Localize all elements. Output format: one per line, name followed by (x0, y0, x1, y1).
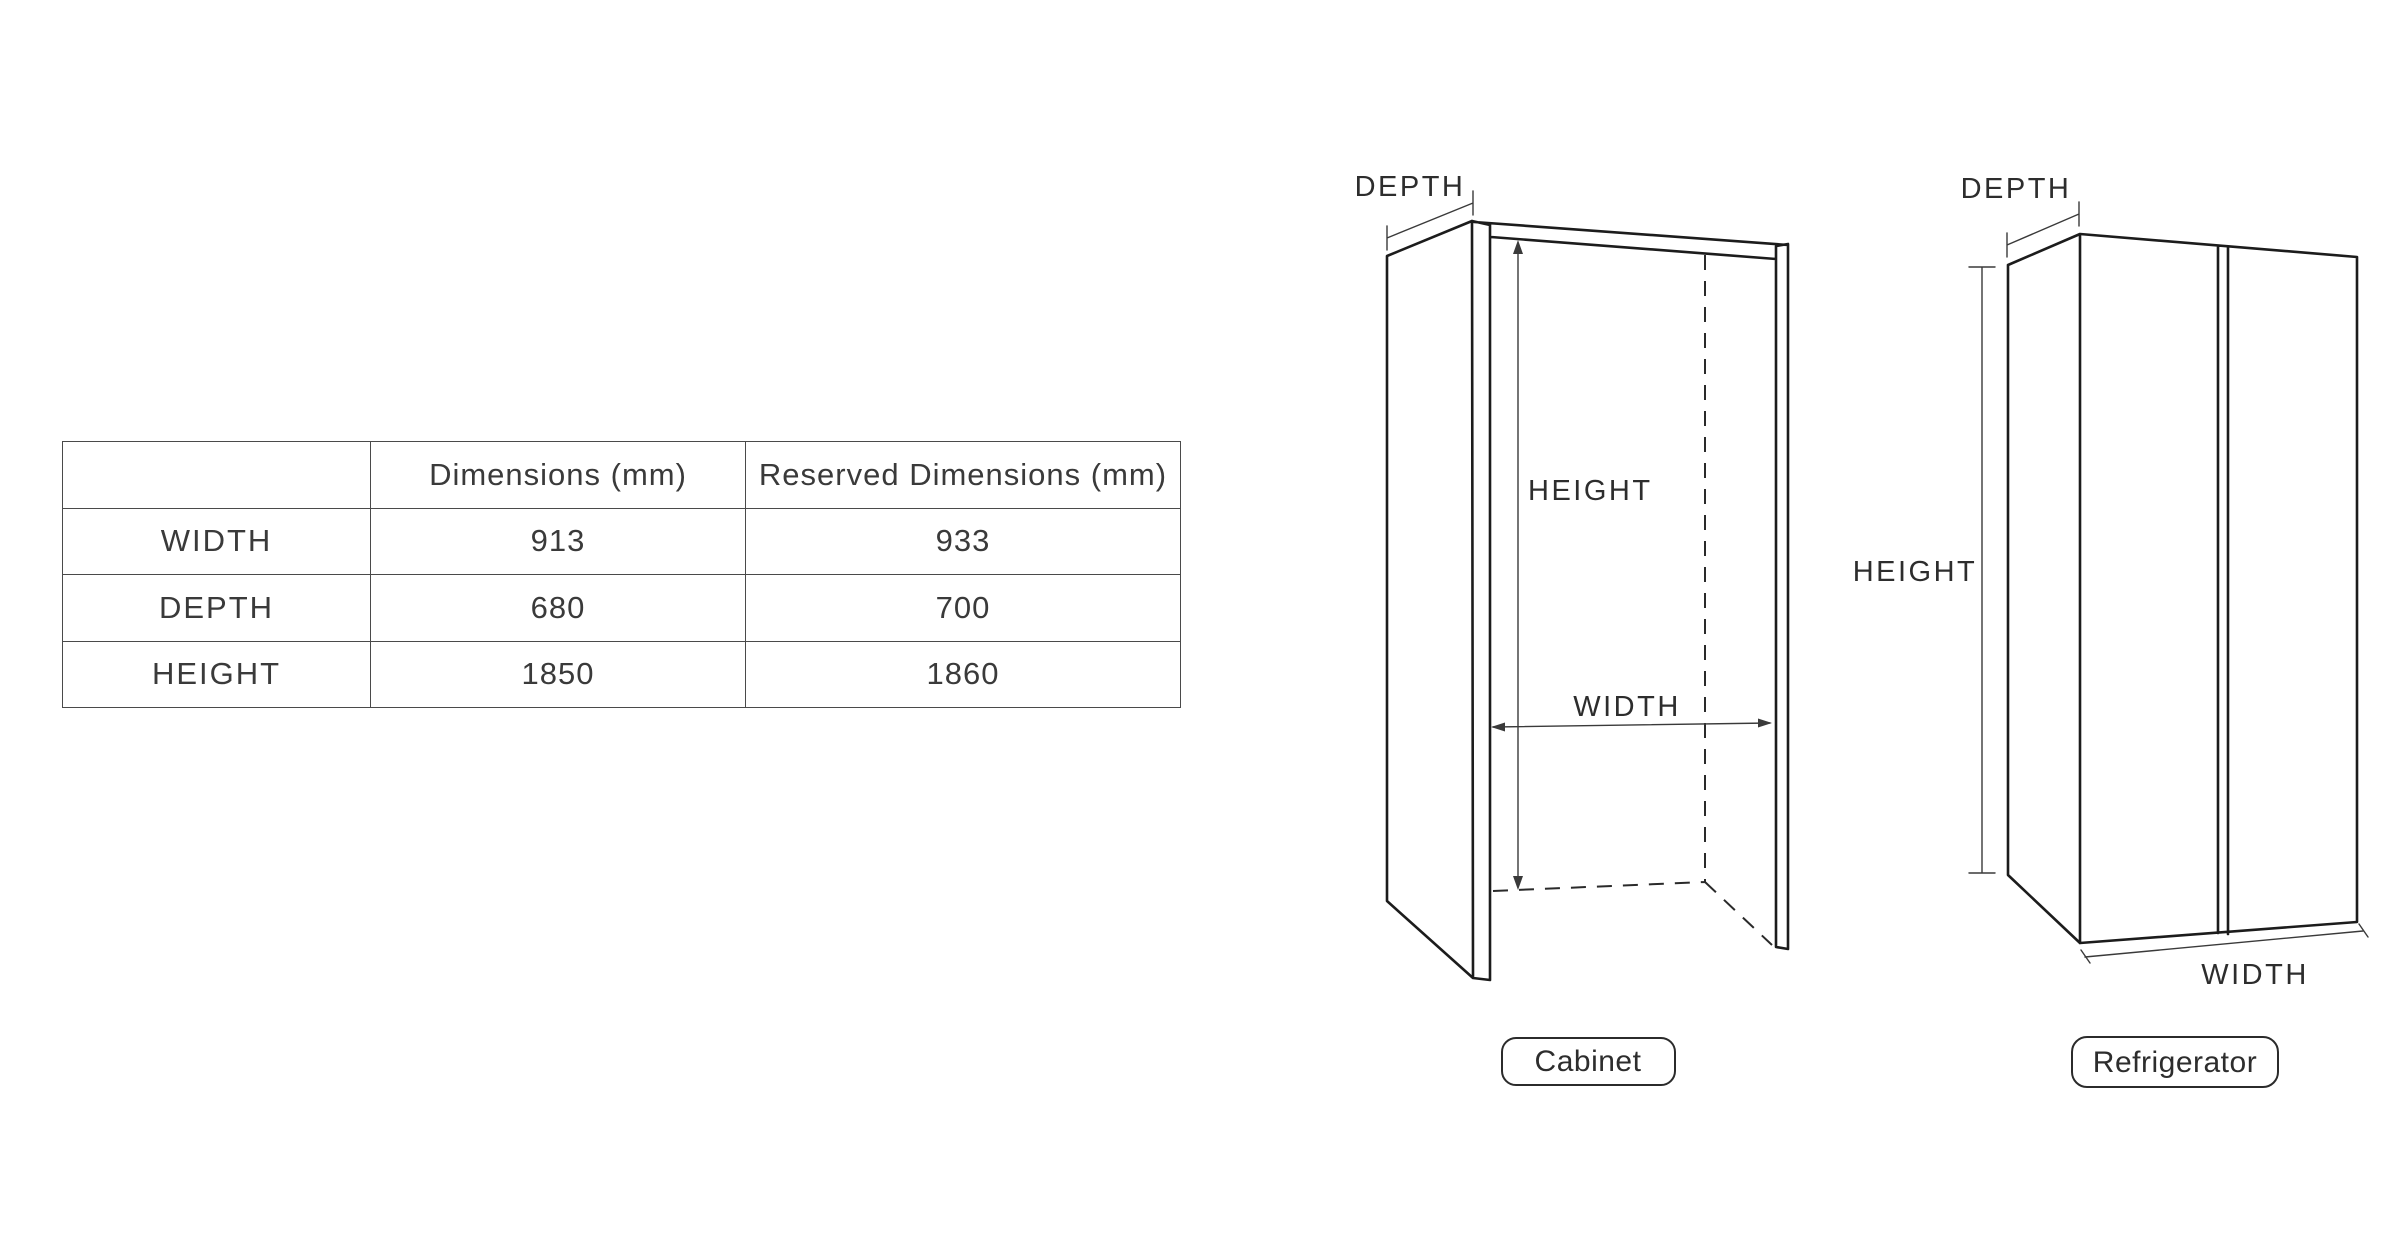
height-reserved-value: 1860 (745, 640, 1181, 708)
row-label-width: WIDTH (62, 507, 371, 575)
table-row-height: HEIGHT 1850 1860 (62, 640, 1181, 708)
cabinet-dim-arrowheads (1491, 240, 1772, 890)
cabinet-depth-label: DEPTH (1355, 171, 1466, 203)
cabinet-height-label: HEIGHT (1528, 475, 1653, 507)
refrigerator-height-label: HEIGHT (1853, 556, 1978, 588)
header-empty-cell (62, 441, 371, 509)
table-body: WIDTH 913 933 DEPTH 680 700 HEIGHT 1850 … (62, 507, 1181, 708)
height-dimension-value: 1850 (370, 640, 746, 708)
refrigerator-caption-text: Refrigerator (2093, 1046, 2257, 1079)
refrigerator-depth-dim-line (2006, 201, 2080, 258)
depth-dimension-value: 680 (370, 574, 746, 642)
table-row-depth: DEPTH 680 700 (62, 574, 1181, 642)
refrigerator-diagram: DEPTH HEIGHT WIDTH Refrigerator (1853, 173, 2369, 1088)
cabinet-structure-lines (1385, 219, 1790, 982)
refrigerator-caption-box (2071, 1036, 2279, 1088)
cabinet-hidden-edges (1492, 255, 1773, 946)
row-label-height: HEIGHT (62, 640, 371, 708)
cabinet-caption-text: Cabinet (1535, 1045, 1642, 1078)
refrigerator-depth-label: DEPTH (1961, 173, 2072, 205)
width-reserved-value: 933 (745, 507, 1181, 575)
cabinet-width-dim-line (1492, 722, 1771, 728)
refrigerator-structure-lines (2006, 232, 2359, 945)
cabinet-depth-dim-line (1386, 190, 1474, 251)
refrigerator-width-dim-line (2080, 923, 2369, 964)
refrigerator-height-dim-line (1968, 266, 1996, 874)
cabinet-width-label: WIDTH (1573, 691, 1681, 723)
dimensions-table: Dimensions (mm) Reserved Dimensions (mm)… (62, 441, 1181, 708)
depth-reserved-value: 700 (745, 574, 1181, 642)
refrigerator-width-label: WIDTH (2201, 959, 2309, 991)
row-label-depth: DEPTH (62, 574, 371, 642)
cabinet-caption-box (1501, 1037, 1676, 1086)
cabinet-diagram: DEPTH HEIGHT WIDTH Cabinet (1355, 171, 1790, 1086)
table-row-width: WIDTH 913 933 (62, 507, 1181, 575)
width-dimension-value: 913 (370, 507, 746, 575)
